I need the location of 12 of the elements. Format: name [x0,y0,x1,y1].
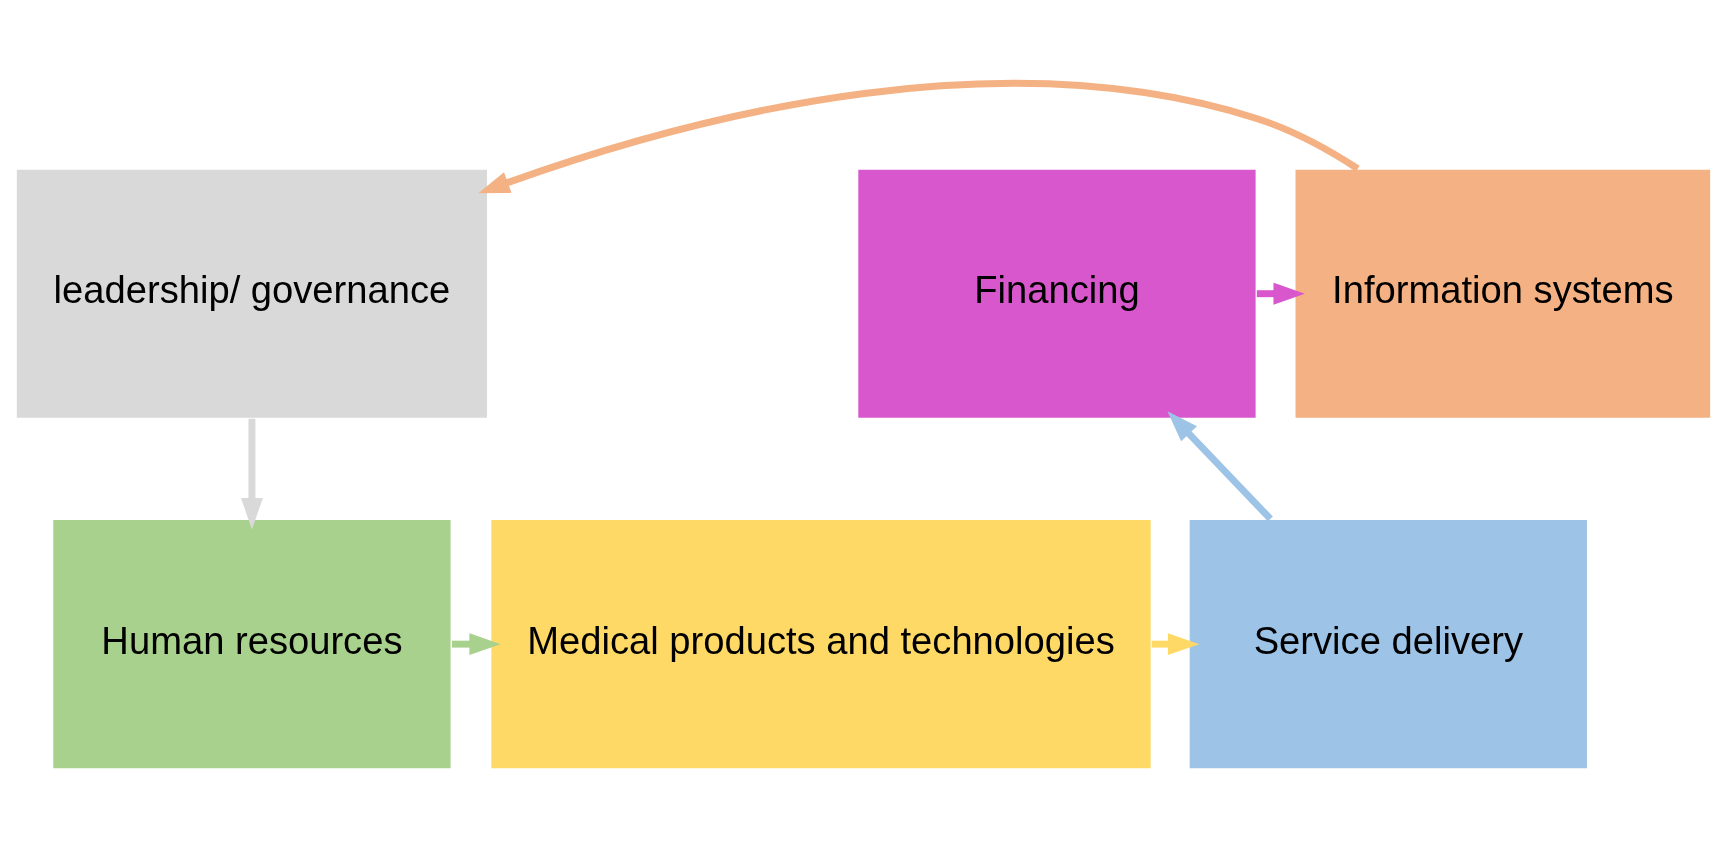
arrow [452,633,501,656]
arrow [1151,633,1200,656]
arrow [478,80,1360,194]
node-box: Human resources [51,518,453,770]
node-box: Financing [856,167,1258,420]
node-box: Information systems [1293,167,1712,420]
arrow [1256,282,1305,305]
node-box: Service delivery [1187,518,1589,770]
arrow [1167,411,1273,522]
node-box: leadership/ governance [15,167,489,420]
node-box: Medical products and technologies [489,518,1153,770]
arrow [240,418,263,530]
